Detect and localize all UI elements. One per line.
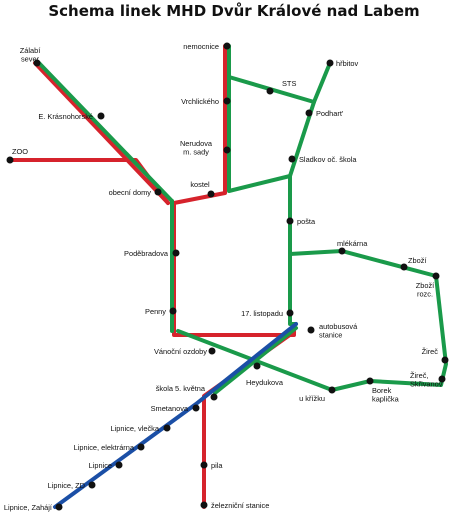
- stop-lipnice-zd: [88, 481, 96, 489]
- label-podebradova: Poděbradova: [124, 249, 169, 258]
- stop-nemocnice: [223, 42, 231, 50]
- blue-line: [53, 322, 298, 509]
- stop-hrbitov: [326, 59, 334, 67]
- stop-zirec: [441, 356, 449, 364]
- label-lipnice-zahaj: Lipnice, Zahájí: [4, 503, 53, 512]
- stop-listopadu: [286, 309, 294, 317]
- label-vanocni: Vánoční ozdoby: [154, 347, 207, 356]
- label-posta: pošta: [297, 217, 316, 226]
- label-lipnice-elektrarna: Lipnice, elektrárna: [74, 443, 135, 452]
- stop-borek: [366, 377, 374, 385]
- label-vrchlickeho: Vrchlického: [181, 97, 219, 106]
- label-hrbitov: hřbitov: [336, 59, 358, 68]
- stop-zbozi: [400, 263, 408, 271]
- stop-kostel: [207, 190, 215, 198]
- label-smetanova: Smetanova: [151, 404, 189, 413]
- label-heydukova: Heydukova: [246, 378, 284, 387]
- green-line: [37, 44, 448, 395]
- stop-sts: [266, 87, 274, 95]
- label-skola5: škola 5. května: [156, 384, 206, 393]
- label-lipnice-vlecka: Lipnice, vlečka: [111, 424, 160, 433]
- label-nemocnice: nemocnice: [183, 42, 219, 51]
- stop-smetanova: [192, 404, 200, 412]
- label-zbozi: Zboží: [408, 256, 427, 265]
- stop-skola5: [210, 393, 218, 401]
- stop-zalabi-sever: [33, 59, 41, 67]
- stop-podhart: [305, 109, 313, 117]
- label-lipnice-zd: Lipnice, ZD: [48, 481, 85, 490]
- stop-lipnice-vlecka: [163, 424, 171, 432]
- label-zoo: ZOO: [12, 147, 28, 156]
- label-lipnice: Lipnice: [89, 461, 112, 470]
- label-sts: STS: [282, 79, 296, 88]
- stop-lipnice-elektrarna: [137, 443, 145, 451]
- stop-nerudova: [223, 146, 231, 154]
- label-zirec: Žireč: [422, 347, 439, 356]
- stop-mlekarna: [338, 247, 346, 255]
- map-title: Schema linek MHD Dvůr Králové nad Labem: [48, 2, 420, 20]
- stop-lipnice: [115, 461, 123, 469]
- stop-heydukova: [253, 362, 261, 370]
- stop-zelezicni: [200, 501, 208, 509]
- stop-vanocni: [208, 347, 216, 355]
- label-listopadu: 17. listopadu: [241, 309, 283, 318]
- stop-zirec-skrivanov: [438, 375, 446, 383]
- stop-krasnohorske: [97, 112, 105, 120]
- stop-sladkov: [288, 155, 296, 163]
- label-pila: pila: [211, 461, 223, 470]
- label-podhart: Podhart': [316, 109, 344, 118]
- label-obecni-domy: obecní domy: [109, 188, 152, 197]
- label-krasnohorske: E. Krásnohorské: [38, 112, 93, 121]
- stop-pila: [200, 461, 208, 469]
- stop-podebradova: [172, 249, 180, 257]
- label-sladkov: Sladkov oč. škola: [299, 155, 357, 164]
- stop-autobusova: [307, 326, 315, 334]
- stop-zoo: [6, 156, 14, 164]
- label-kostel: kostel: [190, 180, 210, 189]
- stop-posta: [286, 217, 294, 225]
- label-penny: Penny: [145, 307, 166, 316]
- stop-obecni-domy: [154, 188, 162, 196]
- label-zelezicni: železniční stanice: [211, 501, 269, 510]
- label-mlekarna: mlékárna: [337, 239, 368, 248]
- stop-vrchlickeho: [223, 97, 231, 105]
- stop-u-krizku: [328, 386, 336, 394]
- stop-zbozi-rozc: [432, 272, 440, 280]
- stops: [6, 42, 449, 511]
- label-zirec-skrivanov: Žireč,Skřivanov: [410, 371, 443, 389]
- stop-lipnice-zahaj: [55, 503, 63, 511]
- label-u-krizku: u křížku: [299, 394, 325, 403]
- stop-penny: [169, 307, 177, 315]
